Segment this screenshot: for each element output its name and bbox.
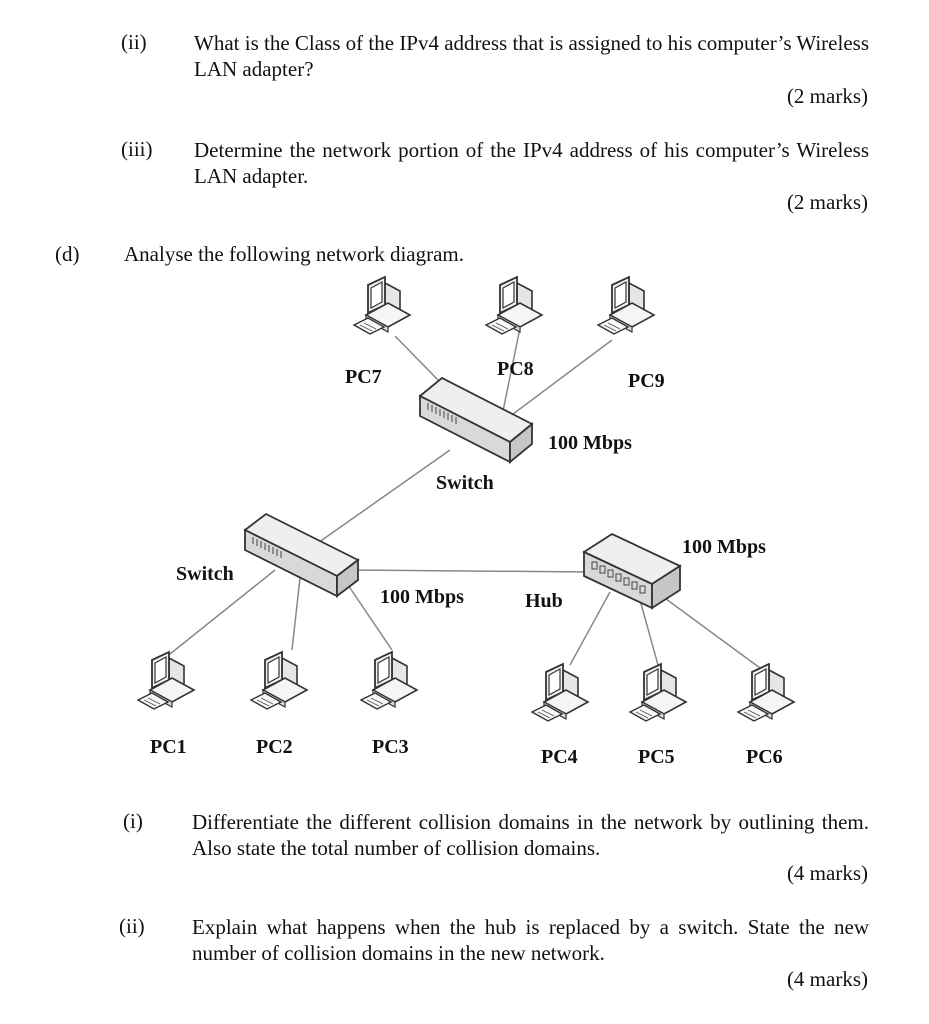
pc9-label: PC9 xyxy=(628,370,665,392)
speed-label-mid: 100 Mbps xyxy=(380,586,464,608)
pc4-label: PC4 xyxy=(541,746,578,768)
question-number: (ii) xyxy=(119,914,145,938)
pc8-label: PC8 xyxy=(497,358,534,380)
pc7-label: PC7 xyxy=(345,366,382,388)
switch-left-label: Switch xyxy=(176,563,234,585)
hub-icon xyxy=(582,532,682,610)
question-number: (ii) xyxy=(121,30,147,54)
switch-left-icon xyxy=(243,512,360,598)
switch-top-label: Switch xyxy=(436,472,494,494)
speed-label-top: 100 Mbps xyxy=(548,432,632,454)
network-diagram: PC7 PC8 PC9 100 Mbps Switch 100 Mbps Swi… xyxy=(137,276,795,768)
pc6-label: PC6 xyxy=(746,746,783,768)
pc9-icon xyxy=(597,276,655,335)
question-number: (i) xyxy=(123,809,143,833)
pc7-icon xyxy=(353,276,411,335)
question-text: Explain what happens when the hub is rep… xyxy=(192,915,869,965)
question-text: What is the Class of the IPv4 address th… xyxy=(194,31,869,81)
hub-label: Hub xyxy=(525,590,563,612)
pc8-icon xyxy=(485,276,543,335)
question-number: (iii) xyxy=(121,137,153,161)
pc1-icon xyxy=(137,651,195,710)
pc3-label: PC3 xyxy=(372,736,409,758)
pc5-label: PC5 xyxy=(638,746,675,768)
pc5-icon xyxy=(629,663,687,722)
speed-label-hub: 100 Mbps xyxy=(682,536,766,558)
pc4-icon xyxy=(531,663,589,722)
part-d-label: (d) xyxy=(55,242,80,266)
pc2-icon xyxy=(250,651,308,710)
marks-label: (2 marks) xyxy=(786,84,868,108)
question-text: Differentiate the different collision do… xyxy=(192,810,869,860)
cable-lines xyxy=(164,327,761,669)
question-text: Determine the network portion of the IPv… xyxy=(194,138,869,188)
part-d-intro: Analyse the following network diagram. xyxy=(124,242,464,266)
pc2-label: PC2 xyxy=(256,736,293,758)
pc6-icon xyxy=(737,663,795,722)
switch-top-icon xyxy=(418,376,534,464)
pc3-icon xyxy=(360,651,418,710)
marks-label: (2 marks) xyxy=(786,190,868,214)
pc1-label: PC1 xyxy=(150,736,187,758)
marks-label: (4 marks) xyxy=(786,967,868,991)
marks-label: (4 marks) xyxy=(786,861,868,885)
